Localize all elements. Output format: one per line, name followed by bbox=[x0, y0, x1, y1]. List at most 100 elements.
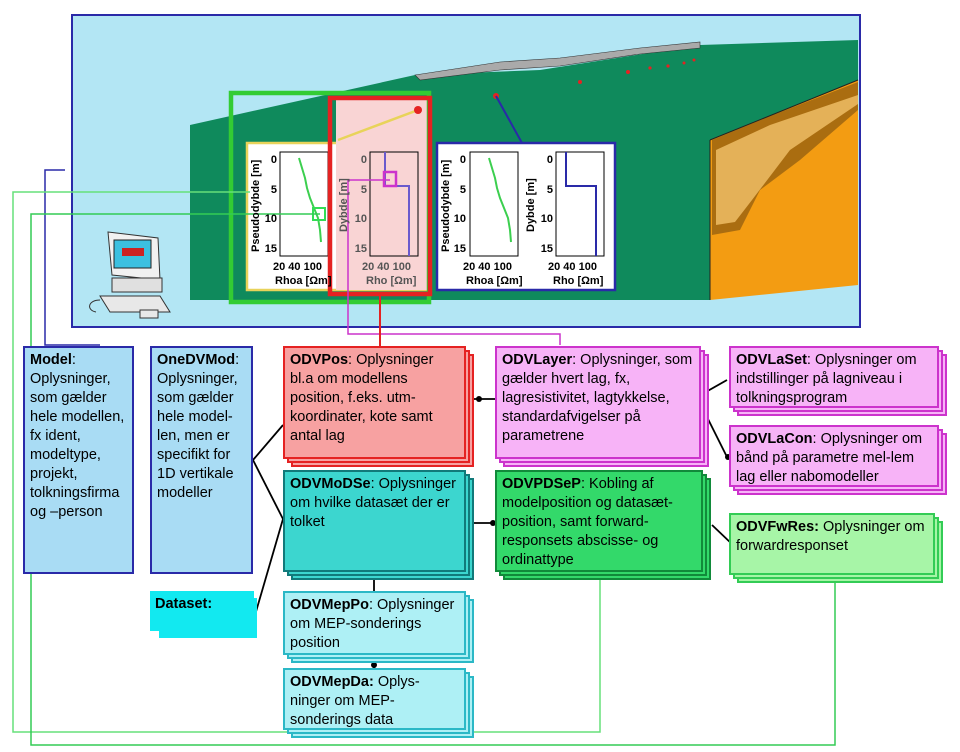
tick-label: 15 bbox=[354, 242, 367, 255]
sounding-point bbox=[648, 66, 652, 70]
box-body: : Oplysninger, som gælder hele modellen,… bbox=[30, 352, 125, 520]
connector-blue bbox=[44, 169, 100, 346]
box-body: : Oplysninger bl.a om modellens position… bbox=[290, 352, 434, 444]
plot4-axes bbox=[555, 151, 605, 257]
tick-label: 0 bbox=[270, 154, 277, 166]
tick-label: 0 bbox=[546, 154, 553, 166]
plot3-axes bbox=[469, 151, 519, 257]
computer-icon bbox=[89, 231, 171, 319]
plot3-xlabel: Rhoa [Ωm] bbox=[466, 275, 523, 287]
box-body: : Oplysninger, som gælder hele model-len… bbox=[157, 352, 240, 501]
blue-pointer bbox=[495, 95, 523, 144]
plot4-ylabel: Dybde [m] bbox=[525, 178, 537, 232]
tick-label: 15 bbox=[453, 242, 466, 255]
tree-line bbox=[252, 424, 284, 461]
odvpdsep-box: ODVPDSeP: Kobling af modelposition og da… bbox=[495, 470, 703, 572]
box-body: : Oplysninger om bånd på parametre mel-l… bbox=[736, 431, 923, 485]
gray-strip bbox=[414, 41, 701, 81]
box-body: : Kobling af modelposition og datasæt-po… bbox=[502, 476, 673, 568]
plot1-ylabel: Pseudodybde [m] bbox=[250, 159, 262, 252]
tree-node bbox=[371, 662, 377, 668]
odvlacon-box: ODVLaCon: Oplysninger om bånd på paramet… bbox=[729, 425, 939, 487]
box-title: ODVLaSet bbox=[736, 352, 807, 368]
box-body: Oplys-ninger om MEP-sonderings data bbox=[290, 674, 420, 728]
box-title: ODVMepPo bbox=[290, 597, 369, 613]
odvmepda-box: ODVMepDa: Oplys-ninger om MEP-sonderings… bbox=[283, 668, 466, 730]
tick-label: 5 bbox=[360, 183, 367, 196]
plot1-ticks-x: 20 40 100 bbox=[273, 261, 322, 273]
box-title: Dataset: bbox=[155, 596, 213, 612]
box-body: : Oplysninger, som gælder hvert lag, fx,… bbox=[502, 352, 693, 444]
ground-edge bbox=[709, 79, 859, 141]
plot-panel-blue bbox=[435, 141, 617, 292]
tick-label: 10 bbox=[540, 213, 553, 225]
plot3-ticks-x: 20 40 100 bbox=[463, 261, 512, 273]
sounding-point bbox=[578, 80, 582, 84]
connector-lightgreen-outer bbox=[12, 191, 601, 733]
box-title: ODVPos bbox=[290, 352, 349, 368]
plot2-ylabel: Dybde [m] bbox=[338, 178, 350, 232]
plot2-axes bbox=[369, 151, 419, 257]
yellow-pointer bbox=[337, 108, 419, 142]
plot1-ticks-y: 0 5 10 15 bbox=[263, 146, 277, 264]
box-body: Oplysninger om forwardresponset bbox=[736, 519, 925, 554]
box-title: ODVLayer bbox=[502, 352, 573, 368]
odvfwres-box: ODVFwRes: Oplysninger om forwardresponse… bbox=[729, 513, 935, 575]
odvlayer-box: ODVLayer: Oplysninger, som gælder hvert … bbox=[495, 346, 701, 459]
plot2-ticks-x: 20 40 100 bbox=[362, 261, 411, 273]
sounding-point bbox=[692, 58, 696, 62]
box-title: ODVLaCon bbox=[736, 431, 813, 447]
sounding-point bbox=[626, 70, 630, 74]
plot-panel-pink bbox=[336, 100, 428, 290]
plot3-ticks-y: 0 5 10 15 bbox=[452, 146, 466, 264]
tick-label: 5 bbox=[270, 183, 277, 196]
box-body: : Oplysninger om hvilke datasæt der er t… bbox=[290, 476, 457, 530]
plot4-ticks-x: 20 40 100 bbox=[548, 261, 597, 273]
plot4-curve bbox=[565, 152, 597, 256]
sounding-point bbox=[666, 64, 670, 68]
odvmodse-box: ODVMoDSe: Oplysninger om hvilke datasæt … bbox=[283, 470, 466, 572]
box-title: ODVMepDa: bbox=[290, 674, 374, 690]
box-title: ODVFwRes: bbox=[736, 519, 819, 535]
plot1-xlabel: Rhoa [Ωm] bbox=[275, 275, 332, 287]
tree-node bbox=[476, 396, 482, 402]
tree-line bbox=[252, 518, 284, 623]
sounding-point bbox=[682, 61, 686, 65]
magenta-marker bbox=[382, 170, 398, 188]
tick-label: 5 bbox=[459, 183, 466, 196]
tick-label: 0 bbox=[360, 154, 367, 166]
model-box: Model: Oplysninger, som gælder hele mode… bbox=[23, 346, 134, 574]
tick-label: 10 bbox=[453, 213, 466, 225]
odvpos-box: ODVPos: Oplysninger bl.a om modellens po… bbox=[283, 346, 466, 459]
tick-label: 15 bbox=[540, 242, 553, 255]
box-body: : Oplysninger om indstillinger på lagniv… bbox=[736, 352, 917, 406]
box-title: ODVPDSeP bbox=[502, 476, 581, 492]
odvmeppo-box: ODVMepPo: Oplysninger om MEP-sonderings … bbox=[283, 591, 466, 655]
plot4-ticks-y: 0 5 10 15 bbox=[539, 146, 553, 264]
tick-label: 5 bbox=[546, 183, 553, 196]
tree-node bbox=[490, 520, 496, 526]
plot2-ticks-y: 0 5 10 15 bbox=[353, 146, 367, 264]
box-body: : Oplysninger om MEP-sonderings position bbox=[290, 597, 455, 651]
tick-label: 10 bbox=[354, 213, 367, 225]
box-title: OneDVMod bbox=[157, 352, 236, 368]
connector-magenta bbox=[347, 179, 561, 345]
plot1-curve bbox=[298, 157, 322, 243]
plot3-ylabel: Pseudodybde [m] bbox=[440, 159, 452, 252]
dataset-box: Dataset: bbox=[150, 591, 254, 631]
tree-line bbox=[252, 459, 284, 520]
gravel-layer-light bbox=[716, 95, 858, 225]
box-title: Model bbox=[30, 352, 72, 368]
plot3-curve bbox=[488, 157, 512, 243]
plot2-xlabel: Rho [Ωm] bbox=[366, 275, 417, 287]
onedvmod-box: OneDVMod: Oplysninger, som gælder hele m… bbox=[150, 346, 253, 574]
red-point bbox=[414, 106, 422, 114]
tick-label: 0 bbox=[459, 154, 466, 166]
tick-label: 15 bbox=[264, 242, 277, 255]
odvlaset-box: ODVLaSet: Oplysninger om indstillinger p… bbox=[729, 346, 939, 408]
tick-label: 10 bbox=[264, 213, 277, 225]
box-title: ODVMoDSe bbox=[290, 476, 371, 492]
plot4-xlabel: Rho [Ωm] bbox=[553, 275, 604, 287]
